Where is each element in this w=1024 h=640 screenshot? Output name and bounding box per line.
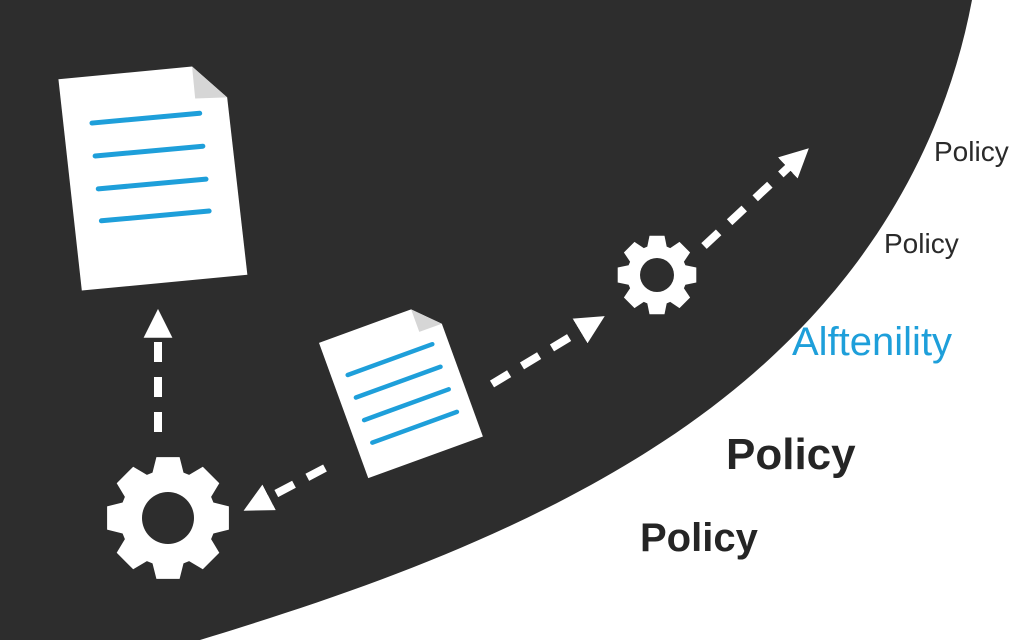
policy-label-2: Policy <box>884 228 959 259</box>
gear-hole <box>640 258 674 292</box>
dark-curved-panel <box>0 0 972 640</box>
policy-label-bold: Policy <box>640 516 758 560</box>
arrow-left-dashed <box>243 464 327 511</box>
middle-gear-icon <box>617 235 697 315</box>
policy-label-bold-large: Policy <box>726 430 856 479</box>
middle-document-icon <box>318 309 483 479</box>
top-document-icon <box>58 66 248 291</box>
policy-label-1: Policy <box>934 136 1009 167</box>
gear-hole <box>142 492 194 544</box>
bottom-gear-icon <box>107 457 229 579</box>
arrow-right-dashed <box>489 316 605 388</box>
accent-label: Alftenility <box>792 320 953 364</box>
